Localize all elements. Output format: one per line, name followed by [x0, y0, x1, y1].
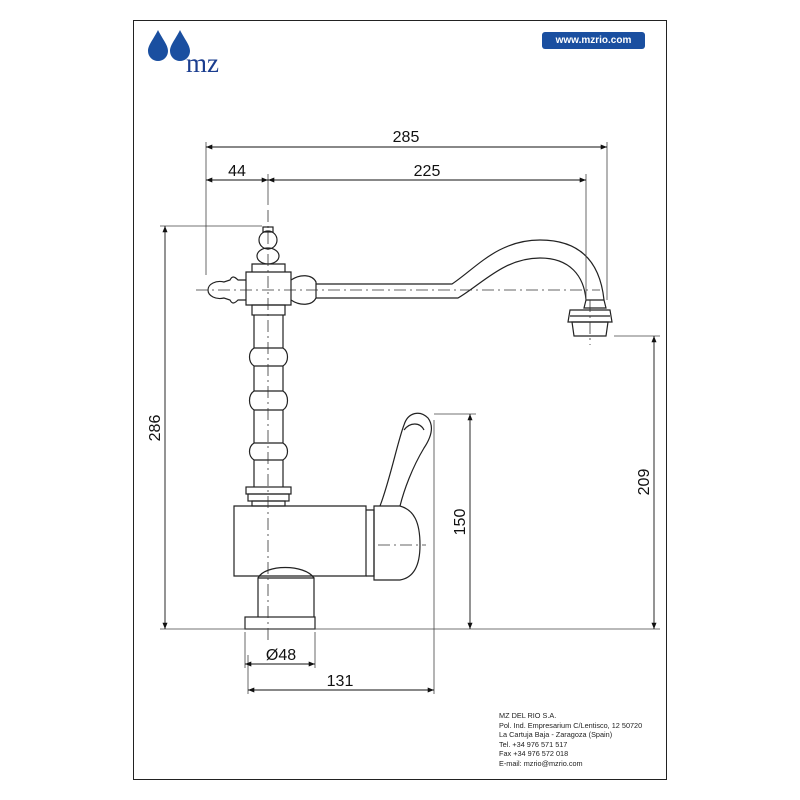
company-address-line1: Pol. Ind. Empresarium C/Lentisco, 12 507… [499, 720, 643, 730]
water-drops-icon [148, 30, 190, 61]
dim-spout-height: 209 [636, 469, 653, 496]
extension-lines [160, 142, 660, 694]
website-url-badge[interactable]: www.mzrio.com [542, 32, 645, 49]
dim-total-height: 286 [147, 415, 164, 442]
dim-base-diameter: Ø48 [266, 647, 296, 664]
dim-spout-reach: 225 [414, 163, 441, 180]
dim-handle-offset: 44 [228, 163, 246, 180]
company-fax: Fax +34 976 572 018 [499, 749, 569, 759]
center-lines [196, 210, 600, 640]
dim-total-width: 285 [393, 129, 420, 146]
brand-logo-text: mz [186, 48, 219, 78]
company-info-block: MZ DEL RIO S.A. Pol. Ind. Empresarium C/… [499, 711, 642, 769]
company-tel: Tel. +34 976 571 517 [499, 739, 568, 749]
dim-lever-reach: 131 [327, 673, 354, 690]
company-email: E-mail: mzrio@mzrio.com [499, 758, 583, 768]
company-address-line2: La Cartuja Baja - Zaragoza (Spain) [499, 730, 613, 740]
faucet-outline [207, 226, 613, 630]
company-name: MZ DEL RIO S.A. [499, 711, 557, 720]
dim-lever-height: 150 [452, 509, 469, 536]
dimension-lines [162, 144, 657, 693]
